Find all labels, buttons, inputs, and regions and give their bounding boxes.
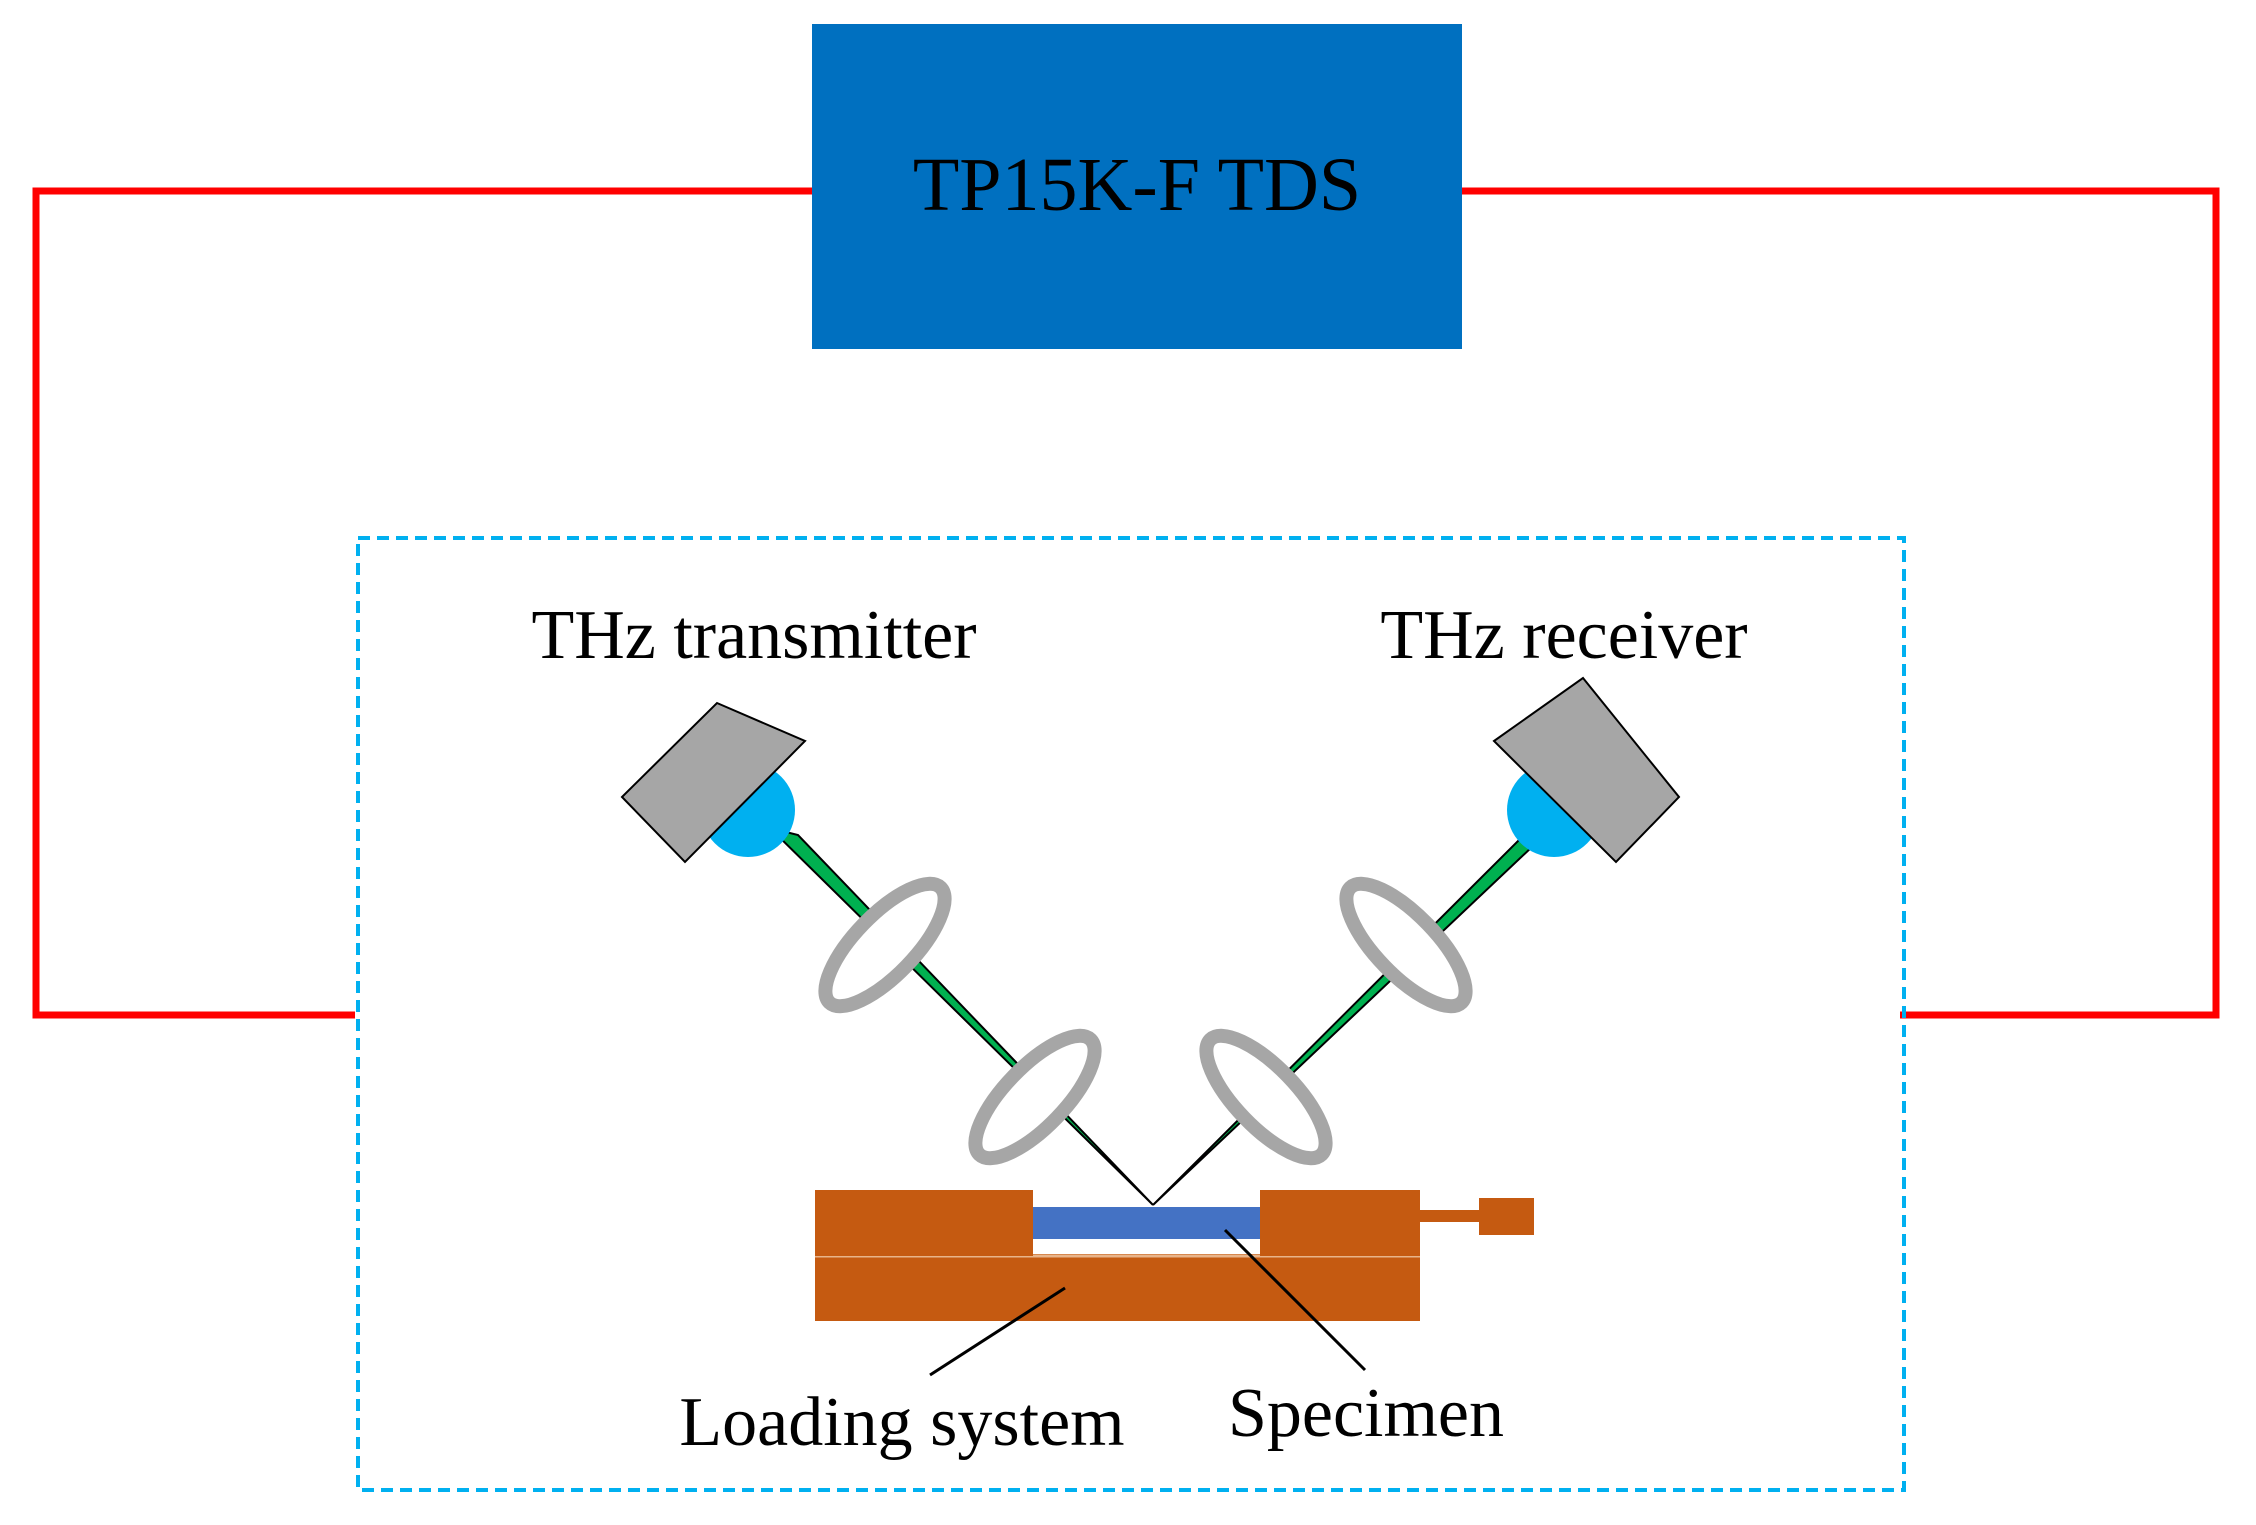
receiver-body	[1492, 676, 1681, 864]
tds-label: TP15K-F TDS	[913, 143, 1361, 227]
thz-transmitter	[620, 701, 807, 864]
transmitter-beam	[766, 826, 1154, 1206]
receiver-label: THz receiver	[1380, 597, 1747, 674]
loading-base	[815, 1254, 1420, 1321]
measurement-enclosure	[356, 536, 1906, 1492]
specimen-sample	[1033, 1207, 1260, 1239]
specimen-label: Specimen	[1228, 1375, 1504, 1452]
loading-left-clamp	[815, 1190, 1033, 1256]
receiver-lens-upper	[1339, 876, 1473, 1014]
transmitter-lens-upper	[818, 876, 952, 1014]
specimen-leader	[1223, 1228, 1367, 1372]
loading-knob	[1479, 1198, 1534, 1235]
loading-system-label: Loading system	[679, 1384, 1124, 1461]
loading-system	[815, 1190, 1534, 1321]
transmitter-lens-lower	[968, 1028, 1102, 1166]
transmitter-body	[620, 701, 807, 864]
right-cable	[1462, 187, 2220, 1019]
receiver-lens-lower	[1199, 1028, 1333, 1166]
tds-box	[812, 24, 1462, 349]
left-cable	[32, 187, 812, 1019]
thz-receiver	[1492, 676, 1681, 864]
loading-rod	[1420, 1210, 1482, 1222]
transmitter-label: THz transmitter	[531, 597, 976, 674]
loading-right-clamp	[1260, 1190, 1420, 1256]
loading-system-leader	[929, 1286, 1066, 1377]
tds-instrument: TP15K-F TDS	[812, 24, 1462, 349]
